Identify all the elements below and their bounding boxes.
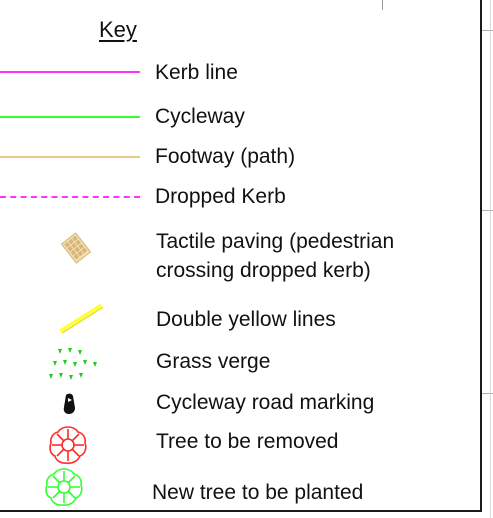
drawing-line [482,393,493,394]
legend-label-kerb-line: Kerb line [155,61,238,84]
legend-label-tactile-line2: crossing dropped kerb) [156,259,371,282]
footway-line-symbol [0,156,140,158]
cycleway-road-marking-icon [63,393,75,414]
kerb-line-symbol [0,71,140,73]
legend-label-grass-verge: Grass verge [156,350,271,373]
legend-label-tree-removed: Tree to be removed [156,430,339,453]
legend-label-new-tree: New tree to be planted [152,481,364,504]
double-yellow-lines-icon [59,303,104,334]
legend-label-cycleway: Cycleway [155,105,245,128]
tree-to-be-removed-icon [49,426,87,464]
legend-frame [0,0,482,512]
legend-label-footway: Footway (path) [155,145,296,168]
tactile-paving-icon [60,232,92,264]
grass-verge-icon [49,348,97,380]
new-tree-icon [45,468,83,506]
drawing-line [382,0,383,10]
legend-label-dropped-kerb: Dropped Kerb [155,185,286,208]
dropped-kerb-line-symbol [0,196,140,198]
legend-label-cycleway-marking: Cycleway road marking [156,391,375,414]
legend-label-tactile-line1: Tactile paving (pedestrian [156,230,395,253]
drawing-line [490,0,491,518]
drawing-line [482,210,493,211]
legend-label-double-yellow: Double yellow lines [156,308,336,331]
legend-title: Key [99,17,137,42]
drawing-line [482,30,493,31]
cycleway-line-symbol [0,116,140,118]
